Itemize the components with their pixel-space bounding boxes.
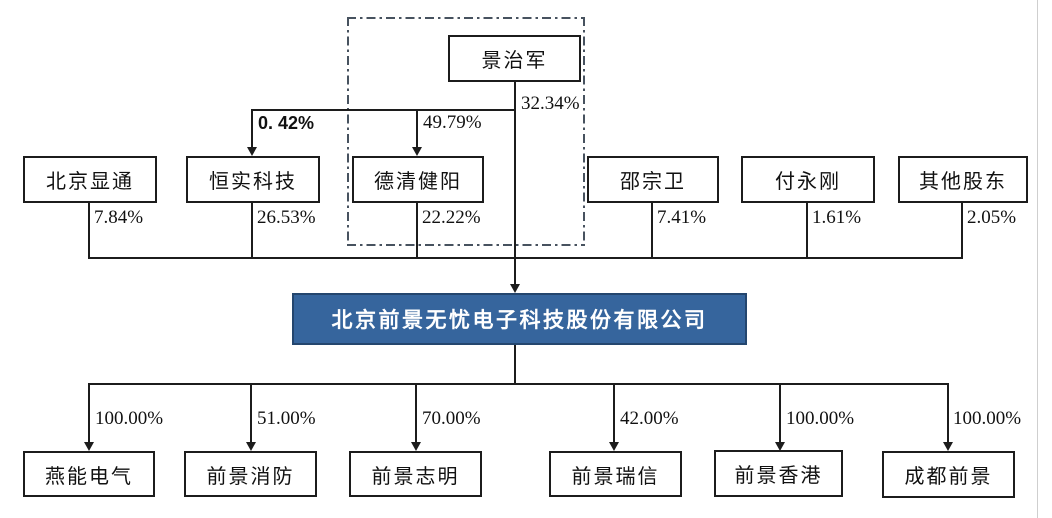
connector-shareholder-6 bbox=[961, 201, 963, 257]
node-shareholder-deqing: 德清健阳 bbox=[352, 156, 484, 203]
arrow-into-subsidiary-3 bbox=[411, 442, 421, 451]
connector-shareholder-4 bbox=[651, 201, 653, 257]
node-subsidiary-zhiming: 前景志明 bbox=[349, 451, 482, 497]
pct-shareholder-2: 26.53% bbox=[257, 207, 316, 228]
connector-shareholder-5 bbox=[806, 201, 808, 257]
shareholder-label: 德清健阳 bbox=[374, 171, 462, 193]
connector-to-hengshi bbox=[251, 109, 253, 147]
group-border-bottom bbox=[347, 244, 585, 246]
arrow-into-deqing bbox=[412, 147, 422, 156]
pct-subsidiary-1: 100.00% bbox=[95, 408, 164, 429]
connector-shareholder-3 bbox=[416, 201, 418, 257]
pct-subsidiary-4: 42.00% bbox=[620, 408, 679, 429]
arrow-into-company bbox=[510, 284, 520, 293]
node-subsidiary-xiaofang: 前景消防 bbox=[184, 451, 317, 497]
node-subsidiary-ruixin: 前景瑞信 bbox=[549, 451, 682, 497]
shareholder-label: 恒实科技 bbox=[209, 171, 297, 193]
shareholder-label: 邵宗卫 bbox=[620, 171, 686, 193]
connector-company-down bbox=[514, 345, 516, 385]
pct-controller-hengshi: 0. 42% bbox=[258, 113, 315, 133]
node-subsidiary-chengdu: 成都前景 bbox=[882, 451, 1015, 498]
pct-shareholder-6: 2.05% bbox=[967, 207, 1017, 228]
subsidiary-label: 前景消防 bbox=[206, 465, 295, 488]
subsidiary-bus-line bbox=[88, 383, 949, 385]
connector-subsidiary-1 bbox=[88, 383, 90, 442]
arrow-into-hengshi bbox=[247, 147, 257, 156]
shareholder-bus-line bbox=[88, 257, 963, 259]
pct-shareholder-3: 22.22% bbox=[422, 207, 481, 228]
connector-subsidiary-6 bbox=[947, 383, 949, 442]
pct-subsidiary-3: 70.00% bbox=[422, 408, 481, 429]
connector-controller-branch bbox=[252, 109, 516, 111]
pct-shareholder-4: 7.41% bbox=[657, 207, 707, 228]
node-shareholder-beijingxiantong: 北京显通 bbox=[23, 156, 157, 203]
node-company: 北京前景无忧电子科技股份有限公司 bbox=[292, 293, 747, 345]
connector-to-deqing bbox=[416, 109, 418, 147]
page-edge-line bbox=[1037, 0, 1038, 518]
subsidiary-label: 前景瑞信 bbox=[571, 465, 660, 488]
arrow-into-subsidiary-2 bbox=[246, 442, 256, 451]
connector-controller-company bbox=[514, 81, 516, 284]
node-shareholder-others: 其他股东 bbox=[898, 156, 1028, 203]
arrow-into-subsidiary-5 bbox=[775, 442, 785, 451]
connector-subsidiary-5 bbox=[779, 383, 781, 442]
pct-shareholder-5: 1.61% bbox=[812, 207, 862, 228]
subsidiary-label: 前景志明 bbox=[371, 465, 460, 488]
connector-subsidiary-2 bbox=[250, 383, 252, 442]
node-subsidiary-xianggang: 前景香港 bbox=[714, 450, 843, 497]
subsidiary-label: 成都前景 bbox=[904, 466, 993, 488]
arrow-into-subsidiary-6 bbox=[943, 442, 953, 451]
arrow-into-subsidiary-4 bbox=[609, 442, 619, 451]
pct-controller-deqing: 49.79% bbox=[423, 112, 482, 133]
connector-subsidiary-3 bbox=[415, 383, 417, 442]
group-border-top bbox=[347, 17, 585, 19]
arrow-into-subsidiary-1 bbox=[84, 442, 94, 451]
node-subsidiary-yanneng: 燕能电气 bbox=[23, 451, 155, 497]
pct-controller-direct: 32.34% bbox=[521, 93, 580, 114]
connector-shareholder-1 bbox=[88, 201, 90, 257]
group-border-right bbox=[583, 17, 585, 246]
pct-subsidiary-5: 100.00% bbox=[786, 408, 855, 429]
subsidiary-label: 燕能电气 bbox=[45, 465, 133, 488]
pct-shareholder-1: 7.84% bbox=[94, 207, 144, 228]
node-controller-label: 景治军 bbox=[481, 50, 548, 72]
shareholder-label: 其他股东 bbox=[919, 171, 1007, 193]
shareholder-label: 北京显通 bbox=[46, 171, 134, 193]
node-shareholder-fuyonggang: 付永刚 bbox=[741, 156, 875, 203]
node-shareholder-hengshi: 恒实科技 bbox=[186, 156, 320, 203]
connector-shareholder-2 bbox=[251, 201, 253, 257]
node-shareholder-shaozongwei: 邵宗卫 bbox=[587, 156, 719, 203]
connector-subsidiary-4 bbox=[613, 383, 615, 442]
shareholder-label: 付永刚 bbox=[775, 171, 841, 193]
group-border-left bbox=[347, 17, 349, 246]
pct-subsidiary-2: 51.00% bbox=[257, 408, 316, 429]
company-name-label: 北京前景无忧电子科技股份有限公司 bbox=[331, 308, 708, 332]
pct-subsidiary-6: 100.00% bbox=[953, 408, 1022, 429]
node-controller: 景治军 bbox=[448, 35, 581, 82]
subsidiary-label: 前景香港 bbox=[734, 465, 823, 487]
